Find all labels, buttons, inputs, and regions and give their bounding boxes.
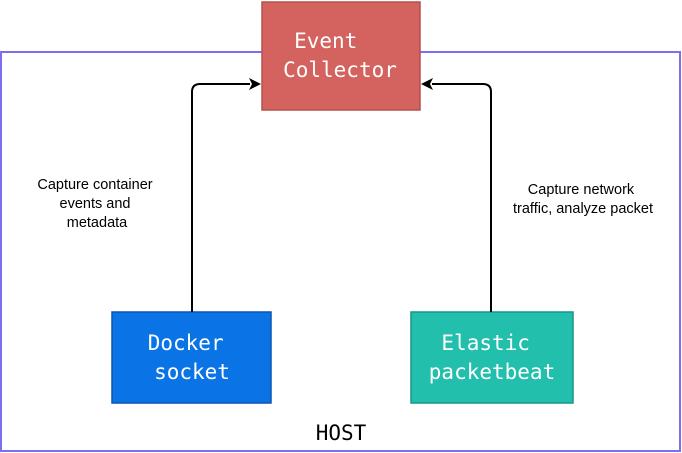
host-boundary xyxy=(0,51,681,452)
event-collector-node[interactable]: Event Collector xyxy=(261,1,421,111)
event-collector-label-line2: Collector xyxy=(283,58,397,82)
edge-docker-to-collector-line xyxy=(191,83,250,312)
edge-packetbeat-to-collector-line xyxy=(432,83,492,312)
elastic-packetbeat-label-line2: packetbeat xyxy=(429,360,555,384)
svg-text:Docker socket: Docker socket xyxy=(148,331,237,384)
host-label: HOST xyxy=(316,421,367,445)
svg-text:Event Collector: Event Collector xyxy=(283,29,397,82)
docker-socket-label-line2: socket xyxy=(154,360,230,384)
docker-socket-box xyxy=(111,311,272,404)
event-collector-box xyxy=(261,1,421,111)
event-collector-label-line1: Event xyxy=(294,29,357,53)
arrowhead-icon xyxy=(249,78,261,90)
edge-docker-to-collector-label: Capture container events and metadata xyxy=(37,177,156,231)
elastic-packetbeat-box xyxy=(410,311,574,404)
elastic-packetbeat-node[interactable]: Elastic packetbeat xyxy=(410,311,574,404)
elastic-packetbeat-label-line1: Elastic xyxy=(441,331,530,355)
edge-packetbeat-to-collector xyxy=(421,78,492,312)
docker-socket-node[interactable]: Docker socket xyxy=(111,311,272,404)
docker-socket-label-line1: Docker xyxy=(148,331,224,355)
edge-docker-to-collector xyxy=(191,78,261,312)
svg-text:Elastic packetbeat: Elastic packetbeat xyxy=(429,331,555,384)
edge-packetbeat-to-collector-label: Capture network traffic, analyze packet xyxy=(513,182,653,217)
arrowhead-icon xyxy=(421,78,433,90)
